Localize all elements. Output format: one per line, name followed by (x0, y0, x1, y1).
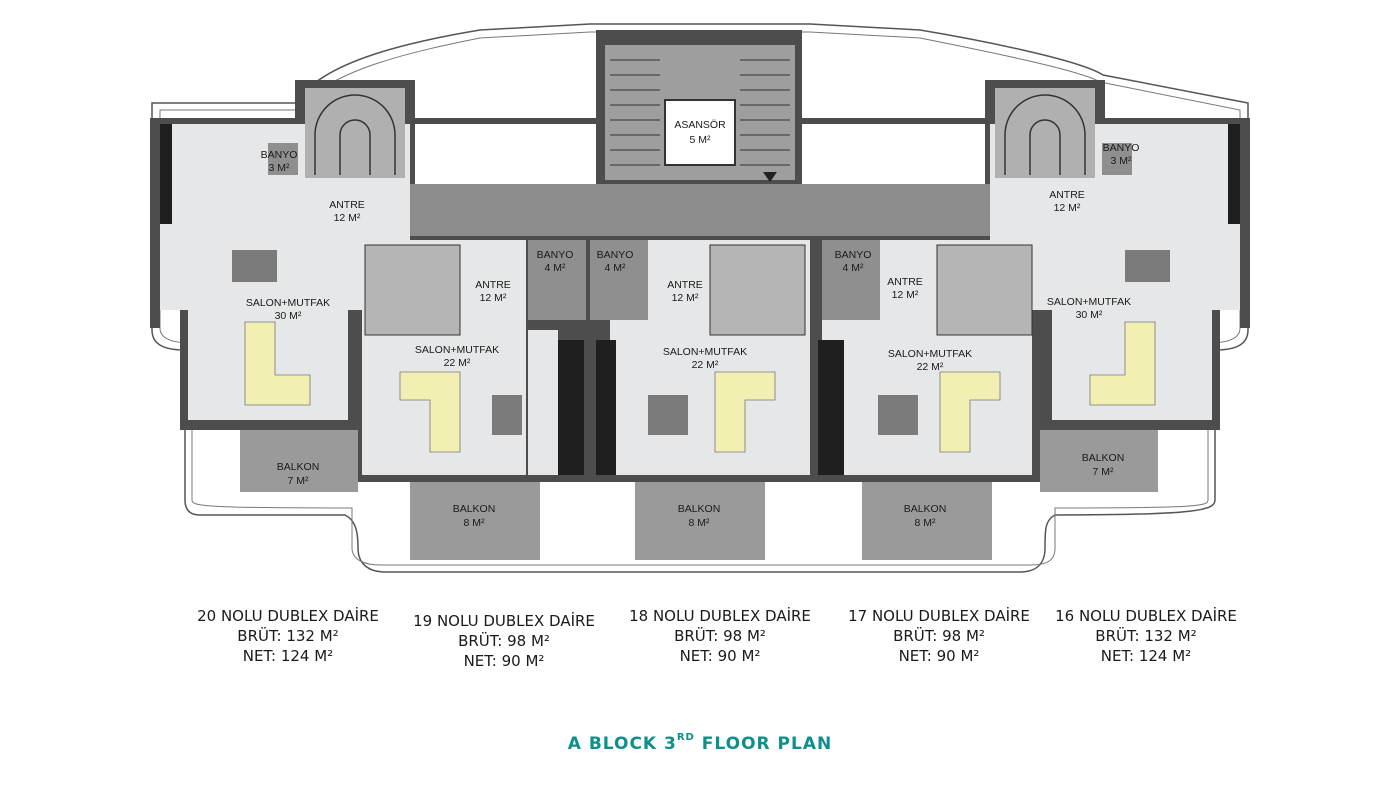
unit-name: 20 NOLU DUBLEX DAİRE (197, 607, 379, 625)
u18-banyo-area: 4 M² (605, 262, 627, 274)
unit-brut: BRÜT: 98 M² (674, 627, 766, 645)
u18-antre-area: 12 M² (672, 292, 699, 304)
u20-banyo-area: 3 M² (269, 162, 291, 174)
u16-salon-name: SALON+MUTFAK (1047, 296, 1131, 308)
u17-salon-area: 22 M² (917, 361, 944, 373)
bathrooms (268, 143, 1132, 320)
title-main: A BLOCK 3 (567, 734, 677, 754)
u17-antre-name: ANTRE (887, 276, 923, 288)
u20-banyo-name: BANYO (261, 149, 298, 161)
u16-banyo-area: 3 M² (1111, 155, 1133, 167)
unit-brut: BRÜT: 132 M² (237, 627, 339, 645)
corridor (410, 184, 990, 236)
floor-plan-title: A BLOCK 3RD FLOOR PLAN (0, 732, 1400, 754)
u18-salon-name: SALON+MUTFAK (663, 346, 747, 358)
u20-salon-name: SALON+MUTFAK (246, 297, 330, 309)
spiral-stair-right (995, 88, 1095, 178)
u20-antre-area: 12 M² (334, 212, 361, 224)
u19-antre-name: ANTRE (475, 279, 511, 291)
unit-net: NET: 124 M² (1100, 647, 1192, 665)
unit-net: NET: 124 M² (242, 647, 334, 665)
unit-19-info: 19 NOLU DUBLEX DAİRE BRÜT: 98 M² NET: 90… (389, 611, 619, 671)
u17-banyo-area: 4 M² (843, 262, 865, 274)
u18-salon-area: 22 M² (692, 359, 719, 371)
u17-balkon-area: 8 M² (915, 517, 937, 529)
title-rest: FLOOR PLAN (694, 734, 833, 754)
asansor-name: ASANSÖR (674, 119, 726, 131)
u19-banyo-area: 4 M² (545, 262, 567, 274)
dining-tables (232, 250, 1170, 435)
title-sup: RD (676, 732, 695, 744)
unit-net: NET: 90 M² (898, 647, 980, 665)
room-labels: BANYO 3 M² ANTRE 12 M² SALON+MUTFAK 30 M… (246, 142, 1140, 529)
u18-banyo-name: BANYO (597, 249, 634, 261)
u19-balkon-name: BALKON (453, 503, 496, 515)
unit-name: 19 NOLU DUBLEX DAİRE (413, 612, 595, 630)
unit-18-info: 18 NOLU DUBLEX DAİRE BRÜT: 98 M² NET: 90… (605, 606, 835, 666)
u20-antre-name: ANTRE (329, 199, 365, 211)
unit-brut: BRÜT: 98 M² (893, 627, 985, 645)
sofas (244, 321, 1156, 453)
u19-antre-area: 12 M² (480, 292, 507, 304)
floor-plan: ASANSÖR 5 M² (150, 23, 1250, 573)
u18-balkon-name: BALKON (678, 503, 721, 515)
u17-balkon-name: BALKON (904, 503, 947, 515)
unit-net: NET: 90 M² (679, 647, 761, 665)
u19-salon-area: 22 M² (444, 357, 471, 369)
spiral-stair-left (305, 88, 405, 178)
asansor-area: 5 M² (690, 134, 712, 146)
u18-antre-name: ANTRE (667, 279, 703, 291)
u16-salon-area: 30 M² (1076, 309, 1103, 321)
u16-antre-area: 12 M² (1054, 202, 1081, 214)
u20-balkon-area: 7 M² (288, 475, 310, 487)
unit-name: 18 NOLU DUBLEX DAİRE (629, 607, 811, 625)
unit-brut: BRÜT: 132 M² (1095, 627, 1197, 645)
unit-brut: BRÜT: 98 M² (458, 632, 550, 650)
u19-banyo-name: BANYO (537, 249, 574, 261)
unit-16-info: 16 NOLU DUBLEX DAİRE BRÜT: 132 M² NET: 1… (1031, 606, 1261, 666)
u20-salon-area: 30 M² (275, 310, 302, 322)
unit-stairs (364, 244, 1033, 336)
unit-20-info: 20 NOLU DUBLEX DAİRE BRÜT: 132 M² NET: 1… (173, 606, 403, 666)
balconies (240, 430, 1158, 560)
unit-17-info: 17 NOLU DUBLEX DAİRE BRÜT: 98 M² NET: 90… (824, 606, 1054, 666)
u17-antre-area: 12 M² (892, 289, 919, 301)
kitchen-counters (160, 124, 1240, 475)
u18-balkon-area: 8 M² (689, 517, 711, 529)
u19-salon-name: SALON+MUTFAK (415, 344, 499, 356)
u17-banyo-name: BANYO (835, 249, 872, 261)
unit-name: 16 NOLU DUBLEX DAİRE (1055, 607, 1237, 625)
u16-antre-name: ANTRE (1049, 189, 1085, 201)
u16-balkon-name: BALKON (1082, 452, 1125, 464)
unit-name: 17 NOLU DUBLEX DAİRE (848, 607, 1030, 625)
u20-balkon-name: BALKON (277, 461, 320, 473)
unit-net: NET: 90 M² (463, 652, 545, 670)
central-stair (605, 45, 795, 182)
u16-banyo-name: BANYO (1103, 142, 1140, 154)
u16-balkon-area: 7 M² (1093, 466, 1115, 478)
u17-salon-name: SALON+MUTFAK (888, 348, 972, 360)
u19-balkon-area: 8 M² (464, 517, 486, 529)
